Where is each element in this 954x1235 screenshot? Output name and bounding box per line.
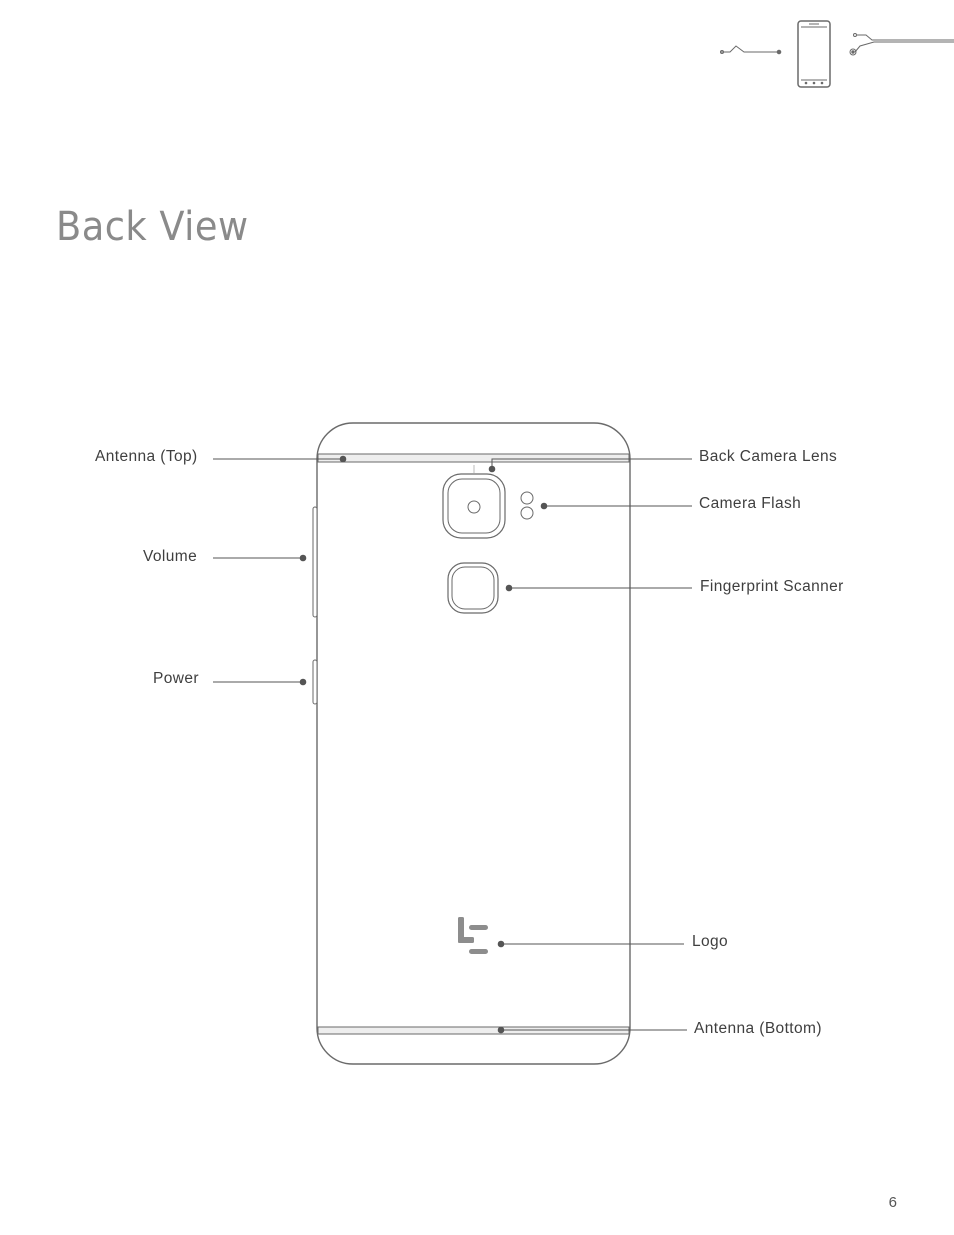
flash-led-bottom: [520, 506, 534, 520]
flash-led-top: [520, 491, 534, 505]
antenna-top-band: [317, 453, 630, 463]
logo-label: Logo: [692, 933, 729, 950]
volume-label: Volume: [143, 548, 198, 565]
power-label: Power: [153, 670, 199, 687]
page-title: Back View: [56, 204, 249, 250]
fingerprint-scanner-label: Fingerprint Scanner: [700, 578, 844, 595]
camera-flash-label: Camera Flash: [699, 495, 802, 512]
phone-back-icon: [720, 20, 954, 88]
fingerprint-scanner-icon: [447, 562, 499, 614]
volume-button: [312, 506, 318, 618]
callout-lines: [213, 455, 692, 1034]
le-logo-icon: [458, 917, 488, 954]
antenna-bottom-label: Antenna (Bottom): [694, 1020, 822, 1037]
back-camera-lens-label: Back Camera Lens: [699, 448, 838, 465]
phone-body: [312, 422, 631, 1065]
antenna-top-label: Antenna (Top): [95, 448, 198, 465]
page-number: 6: [888, 1194, 897, 1211]
camera-module: [442, 465, 534, 539]
power-button: [312, 659, 318, 705]
